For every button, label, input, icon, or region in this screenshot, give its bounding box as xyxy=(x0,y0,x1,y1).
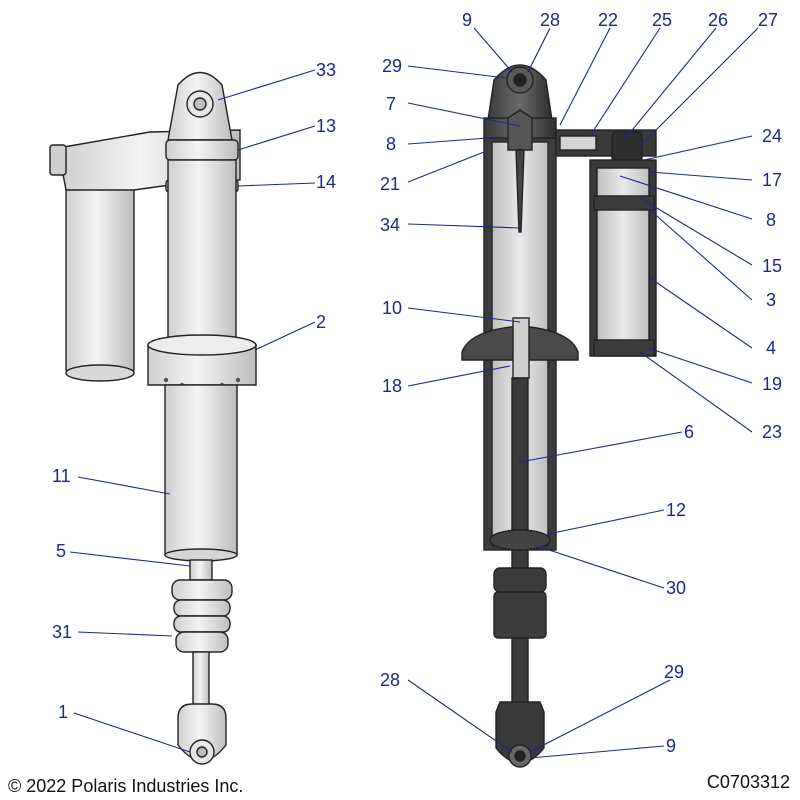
copyright-notice: © 2022 Polaris Industries Inc. xyxy=(8,776,244,796)
callout-29-top: 29 xyxy=(382,56,402,76)
callout-23: 23 xyxy=(762,422,782,442)
callout-22: 22 xyxy=(598,10,618,30)
callout-34: 34 xyxy=(380,215,400,235)
callout-33: 33 xyxy=(316,60,336,80)
callout-8-right: 8 xyxy=(766,210,776,230)
callout-28-bottom: 28 xyxy=(380,670,400,690)
callout-2: 2 xyxy=(316,312,326,332)
callout-28-top: 28 xyxy=(540,10,560,30)
callout-7: 7 xyxy=(386,94,396,114)
drawing-id: C0703312 xyxy=(706,772,790,792)
callout-26: 26 xyxy=(708,10,728,30)
callout-15: 15 xyxy=(762,256,782,276)
callout-18: 18 xyxy=(382,376,402,396)
callout-3: 3 xyxy=(766,290,776,310)
callout-30: 30 xyxy=(666,578,686,598)
callout-10: 10 xyxy=(382,298,402,318)
callout-31: 31 xyxy=(52,622,72,642)
right-shock-cutaway xyxy=(461,64,657,768)
callout-5: 5 xyxy=(56,541,66,561)
callout-4: 4 xyxy=(766,338,776,358)
callout-8-left: 8 xyxy=(386,134,396,154)
callout-labels: 33 13 14 2 11 5 31 1 9 28 22 25 26 27 29… xyxy=(52,10,782,756)
callout-11: 11 xyxy=(52,466,71,486)
callout-21: 21 xyxy=(380,174,400,194)
callout-6: 6 xyxy=(684,422,694,442)
callout-14: 14 xyxy=(316,172,336,192)
callout-12: 12 xyxy=(666,500,686,520)
callout-9-top: 9 xyxy=(462,10,472,30)
callout-19: 19 xyxy=(762,374,782,394)
callout-24: 24 xyxy=(762,126,782,146)
leader-lines xyxy=(69,27,759,759)
callout-25: 25 xyxy=(652,10,672,30)
callout-29-bottom: 29 xyxy=(664,662,684,682)
callout-13: 13 xyxy=(316,116,336,136)
callout-17: 17 xyxy=(762,170,782,190)
callout-1: 1 xyxy=(58,702,68,722)
callout-27: 27 xyxy=(758,10,778,30)
left-shock-assembly xyxy=(49,71,257,765)
callout-9-bottom: 9 xyxy=(666,736,676,756)
